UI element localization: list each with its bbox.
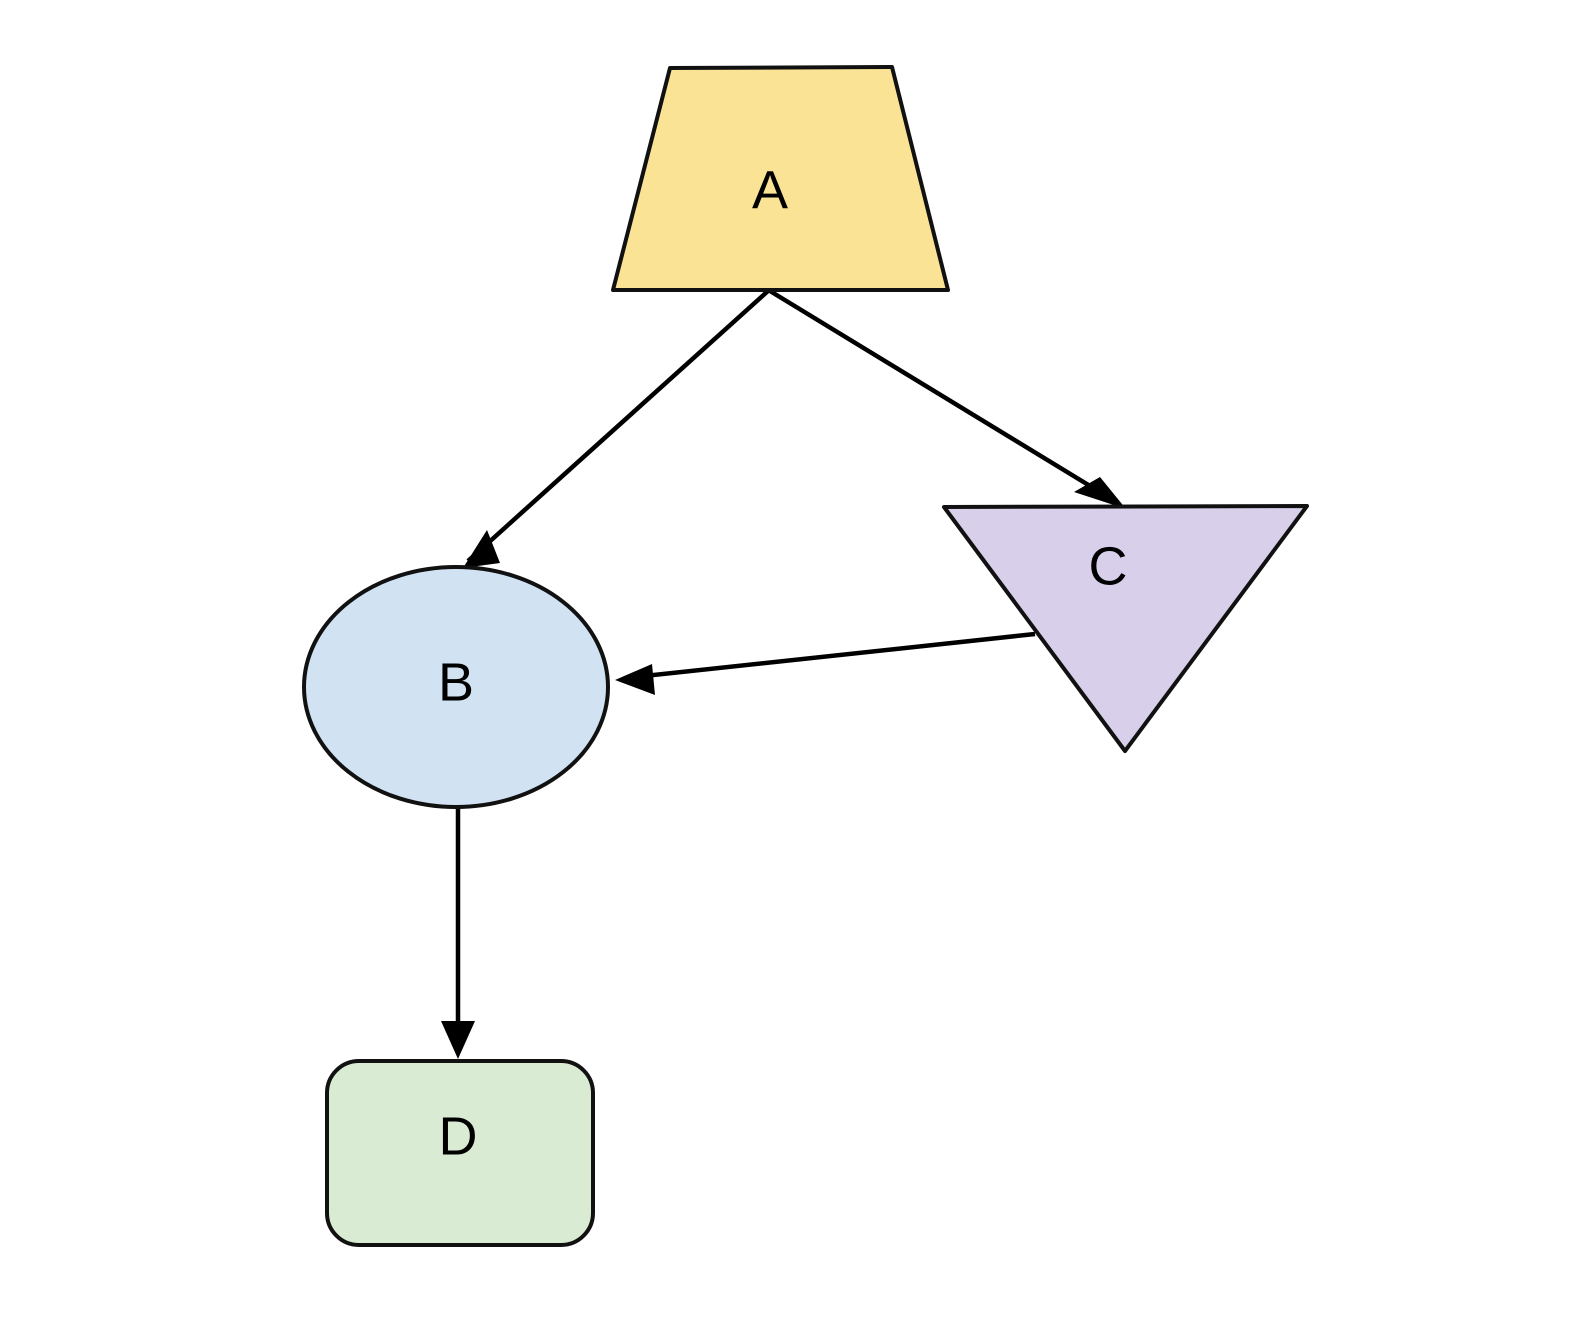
- node-b-ellipse-shape[interactable]: [302, 565, 610, 809]
- edge-c-to-b[interactable]: [615, 631, 1036, 695]
- node-a-trapezoid-shape[interactable]: [611, 65, 950, 292]
- node-d[interactable]: D: [325, 1059, 595, 1247]
- edge-a-to-b-arrowhead: [463, 530, 500, 568]
- edge-a-to-b-line: [466, 289, 770, 563]
- node-c[interactable]: C: [942, 504, 1309, 753]
- edge-b-to-d[interactable]: [441, 808, 475, 1059]
- node-a[interactable]: A: [611, 65, 950, 292]
- edge-b-to-d-arrowhead: [441, 1021, 475, 1059]
- edge-a-to-c-line: [768, 289, 1120, 505]
- node-b[interactable]: B: [302, 565, 610, 809]
- edge-a-to-c-arrowhead: [1074, 477, 1126, 509]
- edge-group: [441, 289, 1126, 1059]
- edge-c-to-b-line: [625, 631, 1036, 681]
- edge-a-to-c[interactable]: [768, 289, 1126, 509]
- edge-c-to-b-arrowhead: [615, 664, 655, 695]
- node-group: A C B D: [302, 65, 1309, 1247]
- node-d-rounded-rect-shape[interactable]: [325, 1059, 595, 1247]
- node-c-triangle-shape[interactable]: [942, 504, 1309, 753]
- edge-a-to-b[interactable]: [463, 289, 770, 568]
